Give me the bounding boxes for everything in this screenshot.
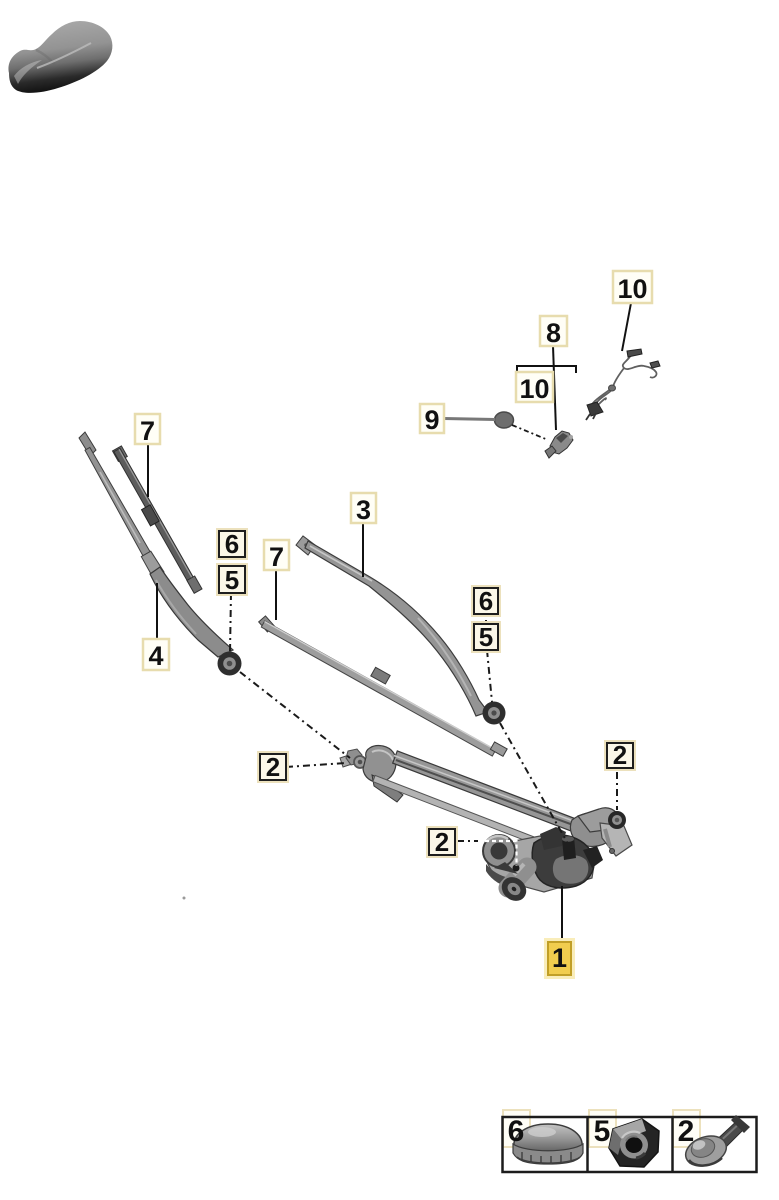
svg-text:2: 2 bbox=[266, 752, 280, 782]
svg-text:10: 10 bbox=[519, 374, 549, 404]
svg-text:5: 5 bbox=[479, 622, 493, 652]
svg-text:5: 5 bbox=[225, 565, 239, 595]
svg-text:2: 2 bbox=[435, 827, 449, 857]
svg-text:1: 1 bbox=[552, 943, 567, 973]
svg-text:5: 5 bbox=[594, 1115, 611, 1148]
svg-text:6: 6 bbox=[508, 1115, 525, 1148]
svg-text:6: 6 bbox=[225, 529, 239, 559]
svg-text:3: 3 bbox=[356, 495, 371, 525]
svg-text:8: 8 bbox=[546, 318, 561, 348]
svg-text:7: 7 bbox=[140, 416, 155, 446]
svg-text:2: 2 bbox=[613, 740, 627, 770]
svg-text:4: 4 bbox=[148, 641, 163, 671]
svg-text:7: 7 bbox=[269, 542, 284, 572]
svg-text:6: 6 bbox=[479, 586, 493, 616]
svg-text:10: 10 bbox=[617, 274, 647, 304]
svg-text:2: 2 bbox=[678, 1115, 695, 1148]
svg-text:9: 9 bbox=[424, 405, 439, 435]
